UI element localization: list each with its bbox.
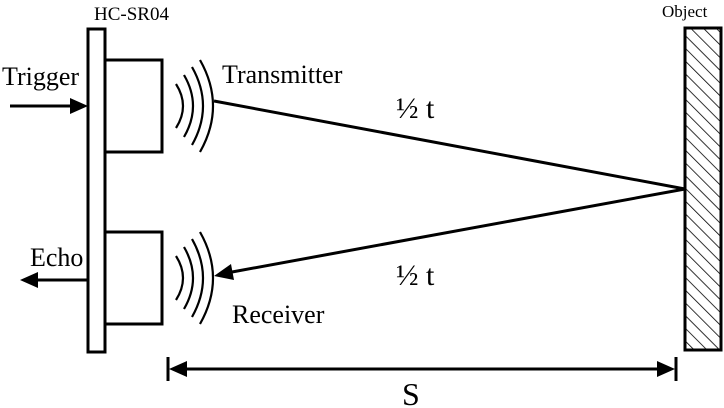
object-label: Object: [662, 2, 708, 21]
trigger-label: Trigger: [2, 62, 79, 91]
reflected-ray-arrow-icon: [214, 187, 686, 280]
echo-arrow-icon: [20, 272, 88, 288]
transmitter-wave-icon: [175, 59, 214, 153]
trigger-arrow-icon: [10, 98, 88, 114]
distance-label: S: [402, 376, 420, 408]
distance-dimension: [166, 357, 678, 381]
receiver-box: [103, 230, 164, 326]
receiver-label: Receiver: [232, 300, 325, 329]
transmitter-label: Transmitter: [222, 60, 343, 89]
outgoing-ray: [213, 99, 686, 191]
half-t-bottom-label: ½ t: [396, 259, 435, 292]
echo-label: Echo: [30, 243, 83, 272]
sensor-label: HC-SR04: [94, 4, 169, 25]
receiver-wave-icon: [175, 231, 214, 325]
object-wall: [683, 26, 723, 352]
transmitter-box: [103, 58, 164, 154]
half-t-top-label: ½ t: [396, 92, 435, 125]
sensor-board: [86, 27, 107, 354]
